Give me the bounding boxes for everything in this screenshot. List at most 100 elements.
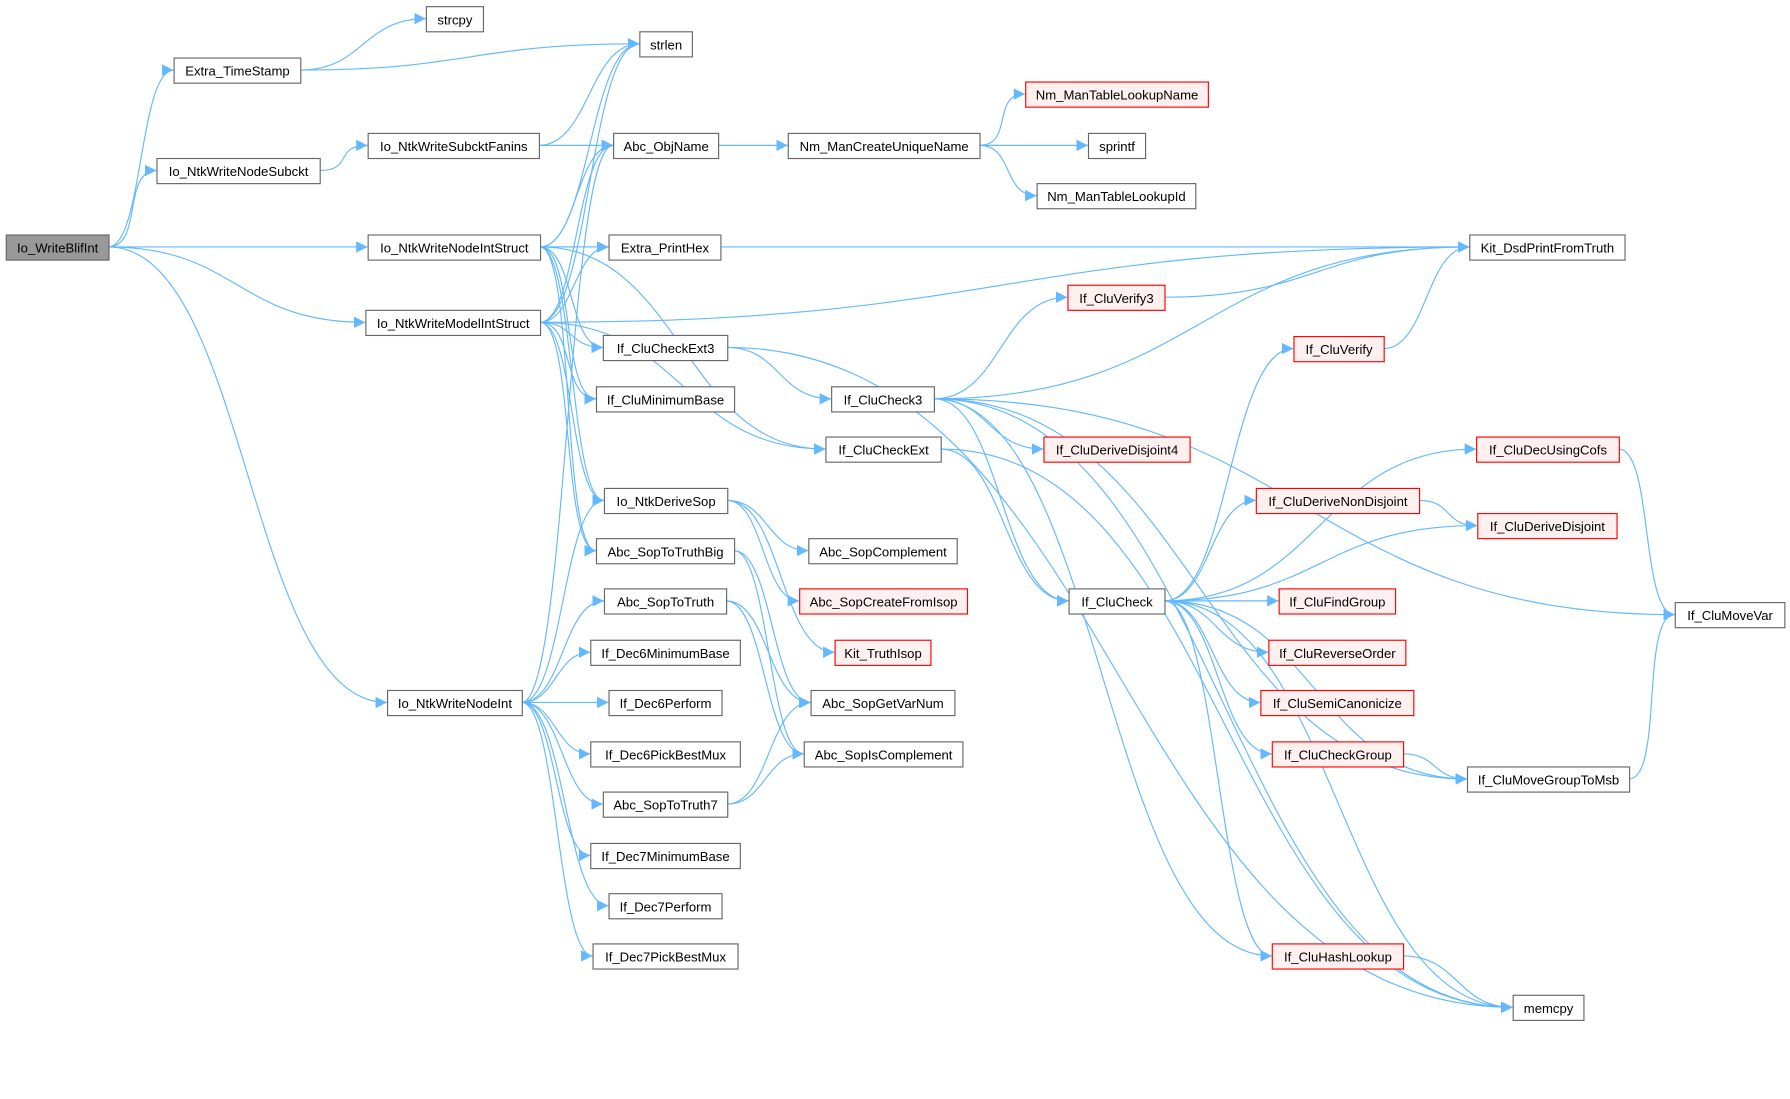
node-scomp[interactable]: Abc_SopComplement (808, 538, 958, 565)
node-objname[interactable]: Abc_ObjName (613, 132, 720, 160)
node-box (5, 234, 110, 261)
node-cofs[interactable]: If_CluDecUsingCofs (1476, 436, 1620, 463)
node-label: If_CluMoveGroupToMsb (1478, 773, 1619, 788)
node-nsub[interactable]: Io_NtkWriteNodeSubckt (156, 157, 321, 185)
node-label: Abc_ObjName (623, 139, 708, 154)
node-dnd[interactable]: If_CluDeriveNonDisjoint (1255, 487, 1421, 515)
node-d7mux[interactable]: If_Dec7PickBestMux (592, 943, 739, 970)
node-minb[interactable]: If_CluMinimumBase (595, 386, 736, 413)
edge-cofs-to-mvar (1618, 448, 1675, 621)
node-sfan[interactable]: Io_NtkWriteSubcktFanins (367, 132, 540, 160)
edge-chk-to-cofs (1164, 443, 1477, 602)
node-tt[interactable]: Abc_SopToTruth (603, 588, 728, 615)
node-hex[interactable]: Extra_PrintHex (608, 234, 722, 261)
node-tisop[interactable]: Kit_TruthIsop (834, 639, 932, 666)
node-box (1466, 766, 1631, 793)
node-mgrp[interactable]: If_CluMoveGroupToMsb (1466, 766, 1631, 793)
node-box (1477, 512, 1618, 540)
node-box (1036, 183, 1197, 210)
edge-tt-to-gvn (726, 600, 811, 709)
node-chk3[interactable]: If_CluCheck3 (831, 386, 935, 413)
node-box (1293, 336, 1385, 363)
node-ver[interactable]: If_CluVerify (1293, 336, 1385, 363)
edge-nis-to-objname (539, 139, 614, 248)
node-ts[interactable]: Extra_TimeStamp (173, 57, 302, 84)
node-label: Abc_SopToTruthBig (607, 544, 723, 559)
node-ext[interactable]: If_CluCheckExt (825, 436, 942, 463)
node-hash[interactable]: If_CluHashLookup (1271, 943, 1405, 970)
node-d6p[interactable]: If_Dec6Perform (608, 689, 723, 717)
node-d7p[interactable]: If_Dec7Perform (608, 893, 723, 920)
node-box (831, 386, 935, 413)
node-label: If_CluHashLookup (1284, 950, 1392, 965)
node-label: Nm_ManTableLookupId (1047, 189, 1185, 204)
node-box (1068, 588, 1166, 615)
node-memcpy[interactable]: memcpy (1512, 994, 1585, 1021)
node-tt7[interactable]: Abc_SopToTruth7 (602, 791, 729, 818)
node-mvar[interactable]: If_CluMoveVar (1674, 602, 1786, 629)
node-fgrp[interactable]: If_CluFindGroup (1278, 588, 1397, 615)
node-kit[interactable]: Kit_DsdPrintFromTruth (1469, 234, 1626, 261)
node-label: If_Dec6MinimumBase (601, 646, 729, 661)
node-label: If_CluFindGroup (1289, 595, 1385, 610)
node-label: If_Dec6Perform (620, 696, 712, 711)
edge-mis-to-objname (539, 139, 614, 323)
node-root[interactable]: Io_WriteBlifInt (5, 234, 110, 261)
edge-ni-to-objname (521, 139, 614, 704)
node-box (1260, 689, 1415, 717)
node-label: If_CluReverseOrder (1279, 646, 1396, 661)
node-mis[interactable]: Io_NtkWriteModelIntStruct (365, 309, 542, 337)
node-sisop[interactable]: Abc_SopCreateFromIsop (799, 588, 969, 615)
edge-ni-to-tt (521, 595, 604, 704)
node-label: Io_NtkWriteNodeSubckt (169, 164, 309, 179)
node-nmname[interactable]: Nm_ManTableLookupName (1025, 81, 1209, 108)
edge-chk-to-memcpy (1164, 600, 1513, 1013)
node-ver3[interactable]: If_CluVerify3 (1067, 284, 1166, 311)
node-nmuniq[interactable]: Nm_ManCreateUniqueName (787, 132, 981, 160)
node-semi[interactable]: If_CluSemiCanonicize (1260, 689, 1415, 717)
node-d6min[interactable]: If_Dec6MinimumBase (590, 639, 741, 666)
edge-dsop-to-tisop (727, 499, 835, 658)
edge-nmuniq-to-nmname (979, 88, 1026, 146)
node-box (639, 31, 693, 58)
node-dd[interactable]: If_CluDeriveDisjoint (1477, 512, 1618, 540)
node-label: Abc_SopToTruth7 (613, 798, 717, 813)
edge-root-to-nsub (108, 164, 157, 248)
node-box (592, 943, 739, 970)
node-dsop[interactable]: Io_NtkDeriveSop (603, 487, 729, 515)
node-label: Io_NtkWriteModelIntStruct (377, 316, 530, 331)
node-box (590, 842, 741, 870)
node-dd4[interactable]: If_CluDeriveDisjoint4 (1043, 436, 1191, 463)
node-ext3[interactable]: If_CluCheckExt3 (602, 334, 729, 362)
node-box (595, 538, 736, 565)
node-box (367, 132, 540, 160)
node-chk[interactable]: If_CluCheck (1068, 588, 1166, 615)
node-d7min[interactable]: If_Dec7MinimumBase (590, 842, 741, 870)
node-box (156, 157, 321, 185)
edge-ni-to-d7min (521, 701, 591, 862)
node-box (1025, 81, 1209, 108)
edge-dnd-to-dd (1418, 499, 1478, 532)
edge-mis-to-strlen (539, 38, 640, 323)
node-box (590, 639, 741, 666)
edges-layer (108, 12, 1675, 1013)
node-box (1255, 487, 1421, 515)
edge-mis-to-dsop (539, 321, 604, 507)
node-cgrp[interactable]: If_CluCheckGroup (1271, 741, 1405, 768)
node-ttbig[interactable]: Abc_SopToTruthBig (595, 538, 736, 565)
node-strlen[interactable]: strlen (639, 31, 693, 58)
node-rev[interactable]: If_CluReverseOrder (1268, 639, 1407, 666)
node-sprintf[interactable]: sprintf (1087, 132, 1147, 160)
edge-chk3-to-kit (933, 241, 1470, 400)
node-label: If_CluVerify3 (1079, 291, 1153, 306)
edge-mis-to-ext (539, 321, 826, 455)
node-nmid[interactable]: Nm_ManTableLookupId (1036, 183, 1197, 210)
node-nis[interactable]: Io_NtkWriteNodeIntStruct (367, 234, 542, 261)
node-strcpy[interactable]: strcpy (425, 6, 485, 33)
node-ni[interactable]: Io_NtkWriteNodeInt (386, 689, 523, 717)
node-label: If_CluCheck3 (844, 392, 923, 407)
node-iscomp[interactable]: Abc_SopIsComplement (803, 741, 964, 768)
node-gvn[interactable]: Abc_SopGetVarNum (810, 689, 956, 717)
node-label: If_CluSemiCanonicize (1273, 696, 1402, 711)
node-d6mux[interactable]: If_Dec6PickBestMux (590, 741, 741, 768)
